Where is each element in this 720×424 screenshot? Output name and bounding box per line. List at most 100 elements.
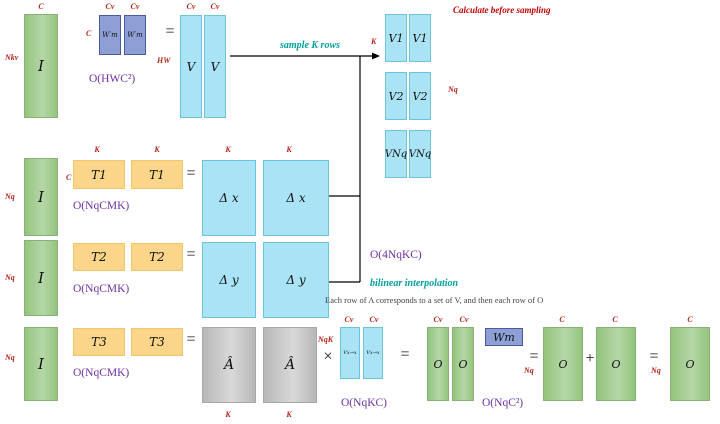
matrix-v-2: V — [204, 15, 226, 118]
dim-label-cv: Cv — [369, 315, 379, 324]
matrix-dx-b: Δ x — [263, 160, 329, 236]
matrix-t3-a: T3 — [73, 328, 125, 356]
cost-row3: O(NqCMK) — [73, 367, 130, 379]
matrix-t3-label: T3 — [91, 335, 107, 349]
matrix-wm: Wm — [485, 328, 523, 346]
matrix-dy-a: Δ y — [202, 242, 256, 318]
matrix-dy-label: Δ y — [286, 273, 306, 287]
matrix-dy-b: Δ y — [263, 242, 329, 318]
dim-label-cv: Cv — [433, 315, 443, 324]
dim-label-nq: Nq — [5, 192, 15, 201]
dim-label-nq: Nq — [448, 85, 458, 94]
dim-label-c: C — [612, 315, 618, 324]
matrix-o-label: O — [458, 357, 468, 371]
equals-sign: = — [186, 165, 196, 182]
matrix-i-top: I — [24, 14, 58, 118]
matrix-o-result: O — [670, 327, 710, 401]
matrix-vx-label: Vx→x — [343, 350, 357, 356]
note-row-correspondence: Each row of A corresponds to a set of V,… — [325, 295, 544, 305]
matrix-v1-label: V1 — [388, 31, 404, 45]
equals-sign: = — [649, 348, 659, 365]
matrix-t3-label: T3 — [149, 335, 165, 349]
dim-label-k: K — [225, 410, 231, 419]
cost-weighted: O(NqKC) — [341, 397, 387, 409]
matrix-o-label: O — [433, 357, 443, 371]
matrix-vx-b: Vx→x — [363, 327, 383, 379]
matrix-t1-label: T1 — [91, 167, 107, 182]
matrix-v1-a: V1 — [385, 14, 407, 62]
dim-label-nq: Nq — [651, 366, 661, 375]
dim-label-k: K — [94, 145, 100, 154]
equals-sign: = — [529, 348, 539, 365]
equals-sign: = — [186, 331, 196, 348]
dim-label-cv: Cv — [459, 315, 469, 324]
equals-sign: = — [400, 346, 410, 363]
matrix-i-label: I — [38, 269, 44, 287]
diagram-title: Calculate before sampling — [453, 5, 551, 15]
matrix-a-hat-a: Â — [202, 327, 256, 403]
dim-label-k: K — [371, 37, 377, 46]
matrix-vnq-label: VNq — [408, 148, 432, 160]
matrix-a-hat-label: Â — [223, 357, 235, 373]
dim-label-nq: Nq — [5, 353, 15, 362]
matrix-vnq-label: VNq — [384, 148, 408, 160]
dim-label-cv: Cv — [105, 2, 115, 11]
matrix-o-label: O — [558, 357, 568, 371]
matrix-o-c: O — [543, 327, 583, 401]
dim-label-nkv: Nkv — [5, 53, 19, 62]
dim-label-c: C — [559, 315, 565, 324]
note-bilinear-interpolation: bilinear interpolation — [370, 278, 459, 289]
matrix-t2-label: T2 — [91, 250, 107, 264]
matrix-v2-a: V2 — [385, 72, 407, 120]
matrix-dy-label: Δ y — [219, 273, 239, 287]
matrix-a-hat-b: Â — [263, 327, 317, 403]
cost-top: O(HWC²) — [89, 73, 136, 85]
matrix-vx-label: Vx→x — [366, 350, 380, 356]
matrix-o-a: O — [427, 327, 449, 401]
dim-label-nq: Nq — [524, 366, 534, 375]
matrix-dx-label: Δ x — [219, 191, 239, 205]
matrix-vnq-a: VNq — [385, 130, 407, 178]
dim-label-cv: Cv — [130, 2, 140, 11]
matrix-o-label: O — [611, 357, 621, 371]
dim-label-c: C — [86, 29, 92, 38]
matrix-wm-prime-1: W′m — [99, 15, 121, 55]
dim-label-cv: Cv — [210, 2, 220, 11]
times-sign: × — [323, 348, 333, 365]
cost-bilinear: O(4NqKC) — [370, 249, 422, 261]
matrix-t1-a: T1 — [73, 160, 125, 189]
matrix-t1-b: T1 — [131, 160, 183, 189]
equals-sign: = — [165, 23, 175, 40]
matrix-t2-b: T2 — [131, 243, 183, 271]
dim-label-cv: Cv — [186, 2, 196, 11]
plus-sign: + — [585, 350, 595, 367]
dim-label-cv: Cv — [344, 315, 354, 324]
matrix-t2-label: T2 — [149, 250, 165, 264]
dim-label-hw: HW — [157, 56, 171, 65]
dim-label-c: C — [687, 315, 693, 324]
matrix-o-d: O — [596, 327, 636, 401]
matrix-wm-prime-2: W′m — [124, 15, 146, 55]
dim-label-c: C — [38, 2, 44, 11]
matrix-dx-label: Δ x — [286, 191, 306, 205]
matrix-v2-label: V2 — [412, 89, 428, 103]
matrix-v1-b: V1 — [409, 14, 431, 62]
matrix-dx-a: Δ x — [202, 160, 256, 236]
dim-label-nq: Nq — [5, 273, 15, 282]
matrix-o-b: O — [452, 327, 474, 401]
matrix-wm-label: Wm — [493, 330, 515, 344]
matrix-vnq-b: VNq — [409, 130, 431, 178]
cost-row1: O(NqCMK) — [73, 200, 130, 212]
matrix-i-top-label: I — [38, 57, 44, 75]
note-sample-k-rows: sample K rows — [280, 40, 341, 51]
dim-label-k: K — [286, 145, 292, 154]
dim-label-k: K — [154, 145, 160, 154]
wm-prime-label: W′m — [102, 31, 118, 39]
matrix-v2-b: V2 — [409, 72, 431, 120]
sample-arrowhead — [372, 52, 380, 60]
matrix-vx-a: Vx→x — [340, 327, 360, 379]
matrix-v-label: V — [186, 59, 196, 74]
matrix-v-label: V — [210, 59, 220, 74]
